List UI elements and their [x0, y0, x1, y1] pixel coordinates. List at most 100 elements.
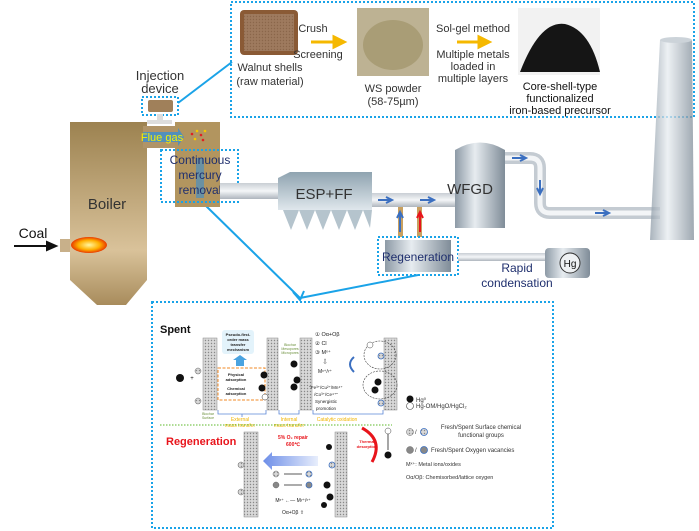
zoom-ellipse: [362, 370, 398, 400]
walnut-label: Walnut shells: [237, 62, 303, 74]
fresh-functional-group: [237, 461, 245, 469]
crush-arrow-icon: [311, 34, 348, 50]
thermal-label: Thermal: [359, 439, 375, 444]
spent-functional-group: [328, 461, 336, 469]
oxidant-label: ① Oα+Oβ: [315, 331, 340, 338]
hg0-atom: [371, 386, 379, 394]
multiple-layers-label: multiple layers: [438, 73, 509, 85]
biochar-surface-label: Surface: [202, 416, 214, 420]
internal-label: Internal: [281, 417, 298, 423]
metal-reoxidation-label: Mˣ⁺ ←— Mʸ⁺/ˣ⁺: [275, 498, 311, 504]
hg0-atom: [326, 444, 332, 450]
hg0-atom: [176, 374, 184, 382]
sol-gel-arrow-icon: [457, 34, 493, 50]
esp-ff-label: ESP+FF: [295, 186, 352, 203]
boiler-label: Boiler: [88, 196, 126, 213]
spent-functional-group: [305, 470, 313, 478]
legend-functional-groups-label: Fresh/Spent Surface chemical: [441, 425, 521, 431]
biochar-wall: [383, 337, 398, 411]
down-arrow-icon: ⇩: [322, 358, 328, 366]
regeneration-heading: Regeneration: [166, 436, 237, 448]
legend-oxidized-hg-label: Hg-OM/HgO/HgCl₂: [416, 404, 467, 410]
desorption-label: desorption: [357, 444, 378, 449]
hg0-atom: [258, 384, 266, 392]
injection-nozzle: [157, 114, 163, 121]
multiple-metals-label: Multiple metals: [436, 49, 510, 61]
removal-label-2: mercury: [178, 168, 221, 182]
callout-line-injection: [177, 61, 233, 104]
callout-line-removal: [202, 202, 301, 299]
esp-ff-unit: [278, 172, 372, 210]
sorbent-particles: [190, 129, 207, 142]
fresh-oxygen-vacancy: [272, 481, 280, 489]
coal-arrow-icon: [14, 240, 59, 252]
hg-label: Hg: [564, 259, 577, 270]
hg0-atom: [260, 371, 268, 379]
walnut-texture: [244, 14, 294, 51]
spent-functional-group: [377, 352, 385, 360]
hg0-atom: [321, 502, 327, 508]
device-label: device: [141, 81, 179, 96]
pseudo-label: transfer: [231, 342, 246, 347]
flow-arrow-icon: [420, 196, 437, 204]
regeneration-callout-box: [377, 236, 459, 276]
coal-label: Coal: [19, 225, 48, 241]
physical-adsorption-label: adsorption: [226, 377, 247, 382]
external-label: mass transfer: [225, 423, 256, 429]
external-label: External: [231, 417, 249, 423]
legend-oxygen-vacancies-label: Fresh/Spent Oxygen vacancies: [431, 448, 514, 454]
precursor-label-2: functionalized: [526, 93, 593, 105]
synergy-label: /Co³⁺/Ce⁴⁺”: [314, 392, 338, 397]
spent-oxygen-vacancy: [377, 399, 385, 407]
pipe-highlight: [505, 155, 660, 216]
zoom-ellipse: [363, 340, 397, 370]
hg0-atom: [290, 360, 298, 368]
hg0-atom: [290, 383, 298, 391]
oxygen-replenish-label: Oα+Oβ ⇧: [282, 510, 304, 516]
chimney-stack: [650, 40, 694, 240]
legend-fresh-group-icon: [406, 428, 414, 436]
pipe-to-esp: [220, 183, 280, 199]
legend-fresh-vacancy-icon: [406, 446, 414, 454]
flue-gas-arrow-icon: [143, 128, 184, 146]
biochar-wall: [299, 337, 313, 411]
spent-label: Spent: [160, 324, 191, 336]
mechanism-callout-box: [151, 301, 554, 529]
legend-slash: /: [415, 448, 417, 454]
biochar-wall: [202, 337, 218, 411]
hg0-atom: [323, 481, 331, 489]
injection-nozzle-base: [147, 120, 172, 124]
synergy-label: Synergistic: [315, 399, 338, 404]
biochar-wall: [266, 337, 279, 411]
precursor-label: Core-shell-type: [523, 81, 598, 93]
crush-label: Crush: [298, 23, 327, 35]
chemical-adsorption-label: Chemical: [227, 386, 245, 391]
catalytic-label: Catalytic oxidation: [317, 417, 358, 423]
legend-hg0-label: Hg⁰: [416, 397, 427, 404]
flame-icon: [71, 237, 107, 253]
callout-line-regeneration: [299, 274, 419, 299]
powder-pile: [363, 20, 423, 70]
legend-oxidized-hg-icon: [406, 402, 414, 410]
preparation-callout-box: [230, 1, 695, 118]
regeneration-label: Regeneration: [382, 250, 454, 264]
hg-badge: [559, 252, 581, 274]
legend-hg0-icon: [406, 395, 414, 403]
loaded-in-label: loaded in: [451, 61, 496, 73]
pipe-to-stack: [505, 152, 660, 219]
ws-powder-size: (58-75µm): [368, 96, 419, 108]
removal-label-3: removal: [179, 183, 222, 197]
functional-group: [194, 397, 202, 405]
ws-powder-label: WS powder: [365, 83, 422, 95]
burner: [60, 239, 70, 252]
injection-device: [148, 100, 173, 112]
synergy-label: promotion: [316, 406, 337, 411]
spent-oxygen-vacancy: [305, 481, 313, 489]
walnut-label-sub: (raw material): [236, 76, 303, 88]
precursor-label-3: iron-based precursor: [509, 105, 611, 117]
rapid-label: Rapid: [501, 261, 532, 275]
legend-oxygen-label: Oα/Oβ: Chemisorbed/lattice oxygen: [406, 475, 493, 481]
up-arrow-icon-blue: [396, 209, 404, 232]
